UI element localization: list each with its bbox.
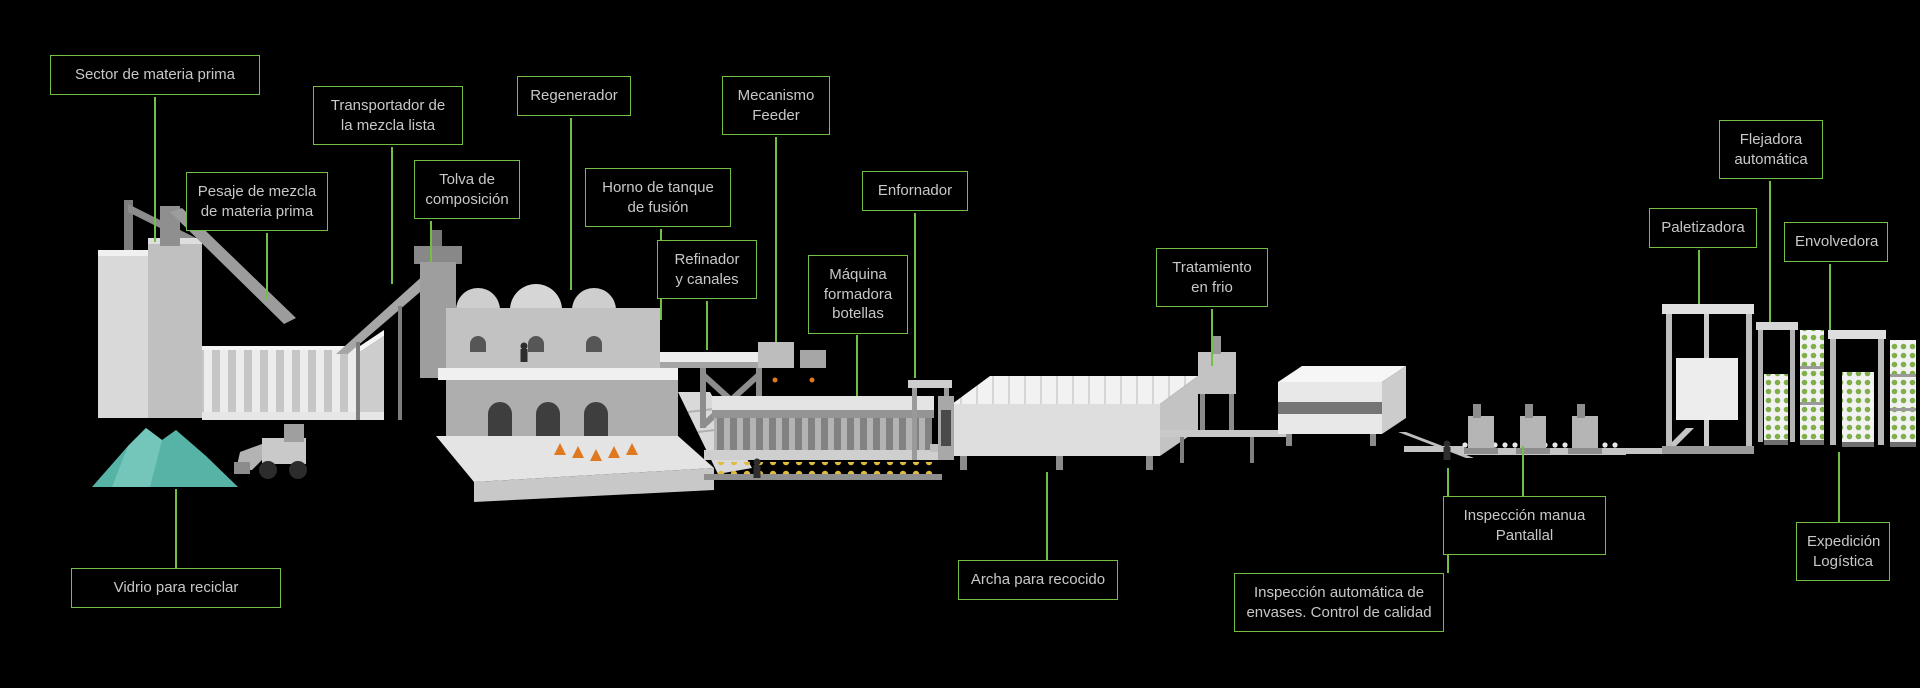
label-refinador-canales: Refinador y canales (657, 240, 757, 299)
leader-paletizadora (1698, 250, 1700, 304)
palletized-bottles (1800, 330, 1824, 445)
leader-sector-materia-prima (154, 97, 156, 242)
leader-refinador-canales (706, 301, 708, 350)
cold-treatment-hood (1198, 336, 1236, 436)
label-archa-recocido: Archa para recocido (958, 560, 1118, 600)
leader-regenerador (570, 118, 572, 290)
batch-weighing-house (202, 330, 384, 420)
feeder-mechanism (758, 342, 826, 383)
label-transportador-mezcla: Transportador de la mezcla lista (313, 86, 463, 145)
manual-inspection-stations (1404, 404, 1694, 460)
leader-enfornador (914, 213, 916, 378)
annealing-lehr (938, 376, 1198, 470)
raw-material-silos (98, 200, 296, 418)
leader-tolva-composicion (430, 221, 432, 262)
is-forming-machine (704, 396, 942, 480)
strapping-machine (1756, 322, 1798, 445)
leader-expedicion-logistica (1838, 452, 1840, 522)
label-regenerador: Regenerador (517, 76, 631, 116)
label-expedicion-logistica: Expedición Logística (1796, 522, 1890, 581)
melting-furnace-building (436, 284, 752, 502)
label-paletizadora: Paletizadora (1649, 208, 1757, 248)
automatic-inspection-machine (1278, 366, 1474, 458)
label-vidrio-reciclar: Vidrio para reciclar (71, 568, 281, 608)
worker-figure (1443, 440, 1451, 460)
label-tolva-composicion: Tolva de composición (414, 160, 520, 219)
label-maquina-formadora: Máquina formadora botellas (808, 255, 908, 334)
leader-transportador-mezcla (391, 147, 393, 284)
leader-maquina-formadora (856, 335, 858, 396)
leader-flejadora-automatica (1769, 181, 1771, 322)
label-horno-tanque-fusion: Horno de tanque de fusión (585, 168, 731, 227)
label-mecanismo-feeder: Mecanismo Feeder (722, 76, 830, 135)
label-tratamiento-frio: Tratamiento en frio (1156, 248, 1268, 307)
expedition-pallets (1890, 340, 1916, 447)
label-pesaje-mezcla: Pesaje de mezcla de materia prima (186, 172, 328, 231)
label-sector-materia-prima: Sector de materia prima (50, 55, 260, 95)
label-envolvedora: Envolvedora (1784, 222, 1888, 262)
leader-envolvedora (1829, 264, 1831, 330)
wrapping-machine (1828, 330, 1886, 447)
leader-vidrio-reciclar (175, 489, 177, 568)
label-inspeccion-manual: Inspección manua Pantallal (1443, 496, 1606, 555)
worker-figure (753, 458, 761, 478)
palletizer (1662, 304, 1754, 454)
leader-archa-recocido (1046, 472, 1048, 560)
cullet-pile (92, 428, 238, 487)
cold-end-conveyor (1160, 430, 1290, 463)
label-inspeccion-automatica: Inspección automática de envases. Contro… (1234, 573, 1444, 632)
worker-figure (520, 342, 528, 362)
leader-pesaje-mezcla (266, 233, 268, 300)
wheel-loader (234, 424, 307, 479)
leader-mecanismo-feeder (775, 137, 777, 342)
label-flejadora-automatica: Flejadora automática (1719, 120, 1823, 179)
leader-inspeccion-manual (1522, 446, 1524, 496)
label-enfornador: Enfornador (862, 171, 968, 211)
leader-tratamiento-frio (1211, 309, 1213, 366)
